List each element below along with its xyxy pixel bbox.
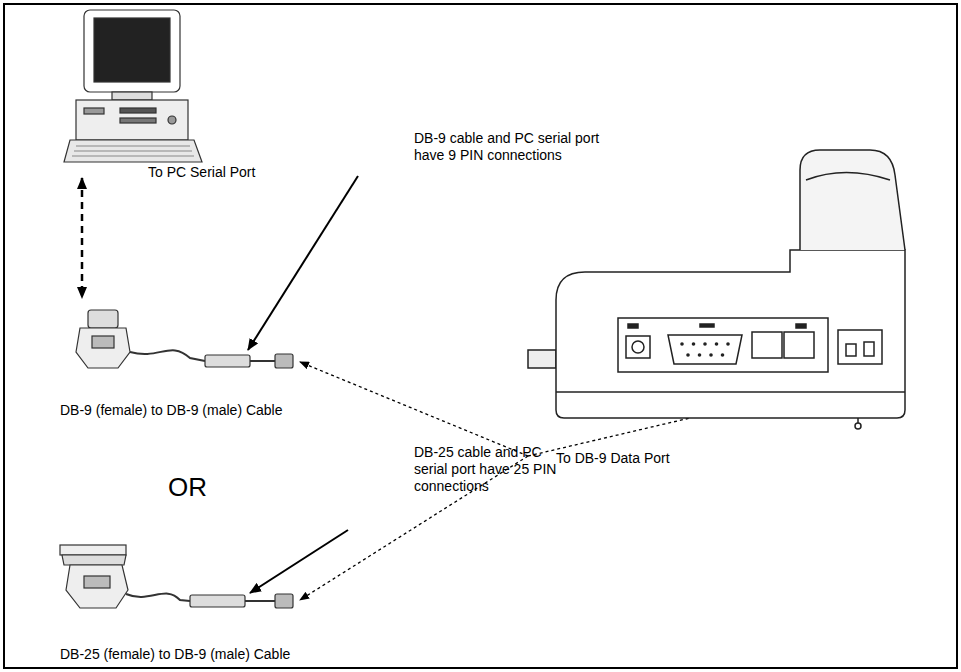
- callout-label: DB-25 (female) to DB-9 (male) Cable: [60, 646, 390, 663]
- db9-cable: [76, 310, 293, 368]
- callout-label: DB-9 (female) to DB-9 (male) Cable: [60, 402, 380, 419]
- callout-arrow: [250, 530, 348, 593]
- db25-cable: [60, 545, 293, 608]
- db9-pins: [680, 342, 730, 357]
- phone-device: [528, 150, 905, 429]
- link-arrow: [81, 178, 84, 298]
- frame: [4, 4, 957, 668]
- callout-label: To PC Serial Port: [148, 164, 348, 181]
- callout-arrow: [248, 176, 358, 350]
- or-label: OR: [168, 472, 248, 503]
- callout-label: DB-9 cable and PC serial port have 9 PIN…: [414, 130, 619, 164]
- pc-illustration: [64, 10, 202, 162]
- callout-label: To DB-9 Data Port: [556, 450, 756, 467]
- callout-label: DB-25 cable and PC serial port have 25 P…: [414, 444, 564, 495]
